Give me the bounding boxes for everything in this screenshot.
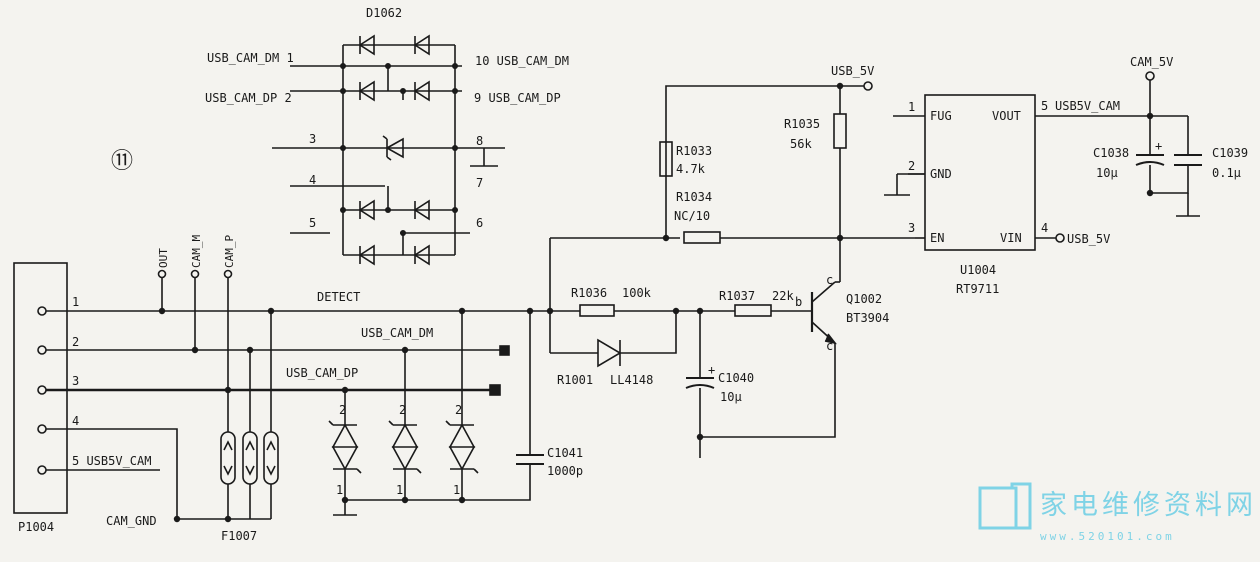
usb-cam-dm-label: USB_CAM_DM bbox=[361, 326, 433, 340]
c1040-ref: C1040 bbox=[718, 371, 754, 385]
dm-bus-end bbox=[499, 345, 510, 356]
u1004-pin-vin: VIN bbox=[1000, 231, 1022, 245]
junction-dots bbox=[158, 63, 1154, 523]
probe-out: OUT bbox=[157, 248, 170, 268]
r1035-value: 56k bbox=[790, 137, 812, 151]
r1035-ref: R1035 bbox=[784, 117, 820, 131]
q1002-pin-c-bottom: c bbox=[826, 339, 833, 353]
r1034-ref: R1034 bbox=[676, 190, 712, 204]
r1037-body bbox=[734, 304, 772, 317]
f1007-beads bbox=[220, 311, 279, 519]
cam-gnd-label: CAM_GND bbox=[106, 514, 157, 528]
c1038-value: 10μ bbox=[1096, 166, 1118, 180]
r1001-diode bbox=[597, 338, 622, 368]
cam-5v-label: CAM_5V bbox=[1130, 55, 1173, 69]
r1037-value: 22k bbox=[772, 289, 794, 303]
p1004-pin-5: 5 USB5V_CAM bbox=[72, 454, 151, 468]
d1062-ref: D1062 bbox=[366, 6, 402, 20]
c1040-value: 10μ bbox=[720, 390, 742, 404]
detect-label: DETECT bbox=[317, 290, 360, 304]
p1004-body bbox=[13, 262, 68, 514]
d1062-left-pin-4: 4 bbox=[309, 173, 316, 187]
d1062-left-pin-5: 5 bbox=[309, 216, 316, 230]
d1062-left-pin-3: 3 bbox=[309, 132, 316, 146]
q1002-pin-c-top: c bbox=[826, 273, 833, 287]
f1007-ref: F1007 bbox=[221, 529, 257, 543]
tvs3-pin-bottom: 1 bbox=[453, 483, 460, 497]
u1004-pin-num-4: 4 bbox=[1041, 221, 1048, 235]
d1062-right-pin-8: 8 bbox=[476, 134, 483, 148]
usb5v-cam-label: USB5V_CAM bbox=[1055, 99, 1120, 113]
r1001-ref: R1001 bbox=[557, 373, 593, 387]
u1004-pin-fug: FUG bbox=[930, 109, 952, 123]
u1004-pin-num-2: 2 bbox=[908, 159, 915, 173]
c1038-plus: + bbox=[1155, 139, 1162, 153]
r1036-body bbox=[579, 304, 615, 317]
u1004-pin-num-3: 3 bbox=[908, 221, 915, 235]
d1062-right-pin-7: 7 bbox=[476, 176, 483, 190]
d1062-array bbox=[272, 34, 505, 266]
usb-cam-dp-label: USB_CAM_DP bbox=[286, 366, 358, 380]
c1039-ref: C1039 bbox=[1212, 146, 1248, 160]
usb-5v-top-label: USB_5V bbox=[831, 64, 874, 78]
watermark-url: www.520101.com bbox=[1040, 530, 1175, 543]
d1062-right-pin-9: 9 USB_CAM_DP bbox=[474, 91, 561, 105]
c1038-ref: C1038 bbox=[1093, 146, 1129, 160]
u1004-pin-num-5: 5 bbox=[1041, 99, 1048, 113]
c1040-plus: + bbox=[708, 363, 715, 377]
dp-bus-end bbox=[489, 384, 501, 396]
probe-cam-m: CAM_M bbox=[190, 235, 203, 268]
u1004-ref: U1004 bbox=[960, 263, 996, 277]
watermark: 家电维修资料网 www.520101.com bbox=[978, 482, 1257, 543]
d1062-left-pin-2: USB_CAM_DP 2 bbox=[205, 91, 292, 105]
p1004-pin-4: 4 bbox=[72, 414, 79, 428]
wiring bbox=[13, 34, 1202, 520]
tvs2-pin-bottom: 1 bbox=[396, 483, 403, 497]
tvs-diodes bbox=[328, 311, 531, 516]
p1004-pin-circles bbox=[37, 306, 47, 475]
u1004-pin-en: EN bbox=[930, 231, 944, 245]
u1004-value: RT9711 bbox=[956, 282, 999, 296]
u1004-pin-vout: VOUT bbox=[992, 109, 1021, 123]
q1002-value: BT3904 bbox=[846, 311, 889, 325]
r1033-ref: R1033 bbox=[676, 144, 712, 158]
r1036-value: 100k bbox=[622, 286, 652, 300]
d1062-right-pin-10: 10 USB_CAM_DM bbox=[475, 54, 569, 68]
usb-5v-vin-label: USB_5V bbox=[1067, 232, 1110, 246]
r1001-value: LL4148 bbox=[610, 373, 653, 387]
p1004-ref: P1004 bbox=[18, 520, 54, 534]
p1004-pin-3: 3 bbox=[72, 374, 79, 388]
r1036-ref: R1036 bbox=[571, 286, 607, 300]
diagram-number: ⑪ bbox=[111, 149, 133, 174]
q1002-pin-b: b bbox=[795, 295, 802, 309]
r1037-ref: R1037 bbox=[719, 289, 755, 303]
tvs2-pin-top: 2 bbox=[399, 403, 406, 417]
tvs1-pin-bottom: 1 bbox=[336, 483, 343, 497]
r1033-value: 4.7k bbox=[676, 162, 706, 176]
d1062-right-pin-6: 6 bbox=[476, 216, 483, 230]
p1004-pin-1: 1 bbox=[72, 295, 79, 309]
r1034-value: NC/10 bbox=[674, 209, 710, 223]
q1002-ref: Q1002 bbox=[846, 292, 882, 306]
watermark-text: 家电维修资料网 bbox=[1040, 490, 1257, 521]
tvs3-pin-top: 2 bbox=[455, 403, 462, 417]
u1004-pin-gnd: GND bbox=[930, 167, 952, 181]
probe-cam-p: CAM_P bbox=[223, 235, 236, 268]
c1039-value: 0.1μ bbox=[1212, 166, 1241, 180]
tvs1-pin-top: 2 bbox=[339, 403, 346, 417]
u1004-pin-num-1: 1 bbox=[908, 100, 915, 114]
pin4-wire bbox=[46, 428, 178, 519]
c1041-ref: C1041 bbox=[547, 446, 583, 460]
d1062-left-pin-1: USB_CAM_DM 1 bbox=[207, 51, 294, 65]
c1041-value: 1000p bbox=[547, 464, 583, 478]
watermark-logo-icon bbox=[978, 482, 1032, 530]
u1004-body bbox=[924, 94, 1036, 251]
p1004-pin-2: 2 bbox=[72, 335, 79, 349]
